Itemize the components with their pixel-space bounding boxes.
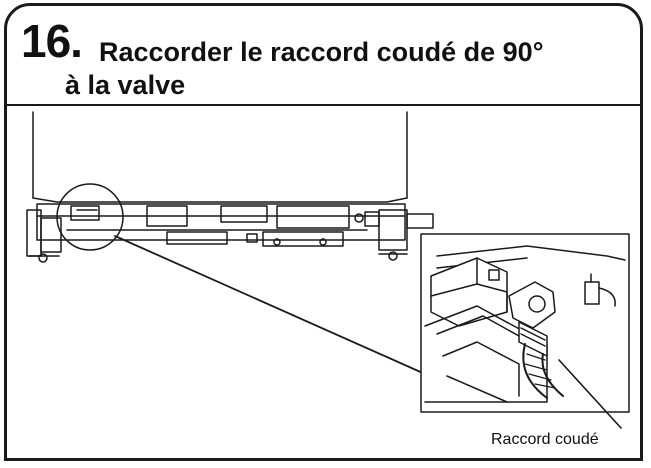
magnify-circle: [56, 183, 124, 251]
step-title-line-2: à la valve: [65, 70, 186, 100]
step-header: 16. Raccorder le raccord coudé de 90° à …: [7, 6, 640, 106]
left-leveling-foot: [26, 209, 42, 257]
callout-leader: [558, 359, 622, 429]
base-frame: [36, 203, 406, 241]
detail-inset: [420, 233, 630, 429]
right-leveling-foot: [378, 209, 408, 251]
instruction-card: 16. Raccorder le raccord coudé de 90° à …: [4, 3, 643, 461]
leader-line: [114, 235, 426, 375]
cabinet-bottom: [32, 197, 408, 203]
callout-label-elbow: Raccord coudé: [491, 431, 599, 448]
step-number: 16.: [21, 15, 83, 67]
appliance-illustration: [26, 111, 630, 429]
step-title-line-1: Raccorder le raccord coudé de 90°: [99, 37, 544, 67]
